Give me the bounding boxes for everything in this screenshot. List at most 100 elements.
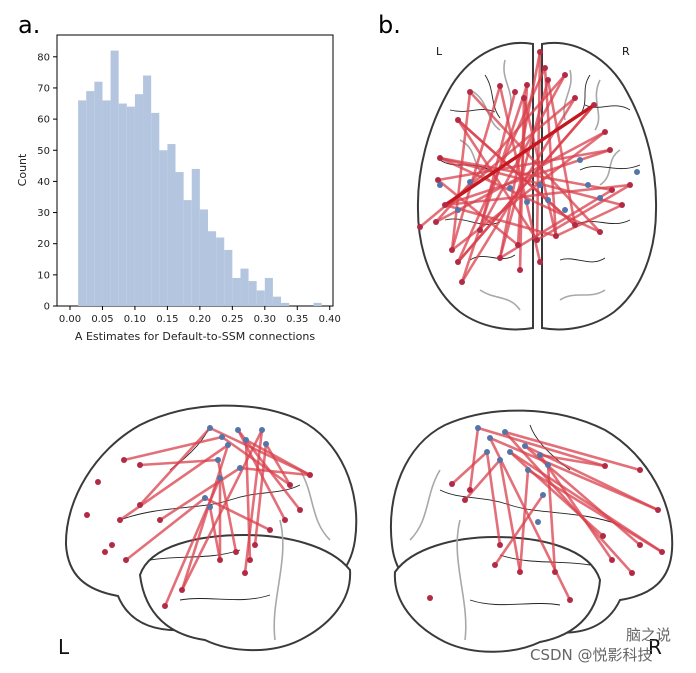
x-tick-label: 0.35: [286, 314, 308, 325]
axial-node: [572, 95, 578, 101]
histogram-bar: [151, 112, 160, 306]
lateral-left-node: [215, 457, 221, 463]
x-tick-label: 0.30: [254, 314, 276, 325]
lateral-right-node: [475, 425, 481, 431]
histogram-bar: [264, 277, 273, 306]
histogram-bar: [159, 150, 168, 306]
lateral-right-node: [492, 562, 498, 568]
lateral-left-node: [263, 441, 269, 447]
axial-node: [602, 129, 608, 135]
lateral-right-node: [552, 569, 558, 575]
lateral-right-connection-line: [526, 468, 664, 554]
histogram-bar: [232, 277, 241, 306]
lateral-left-connection-line: [118, 443, 230, 522]
lateral-right-node: [535, 519, 541, 525]
lateral-right-node: [507, 449, 513, 455]
axial-node: [459, 279, 465, 285]
histogram-bar: [281, 302, 290, 306]
lateral-right-node: [449, 481, 455, 487]
lateral-left-node: [102, 549, 108, 555]
y-tick-label: 40: [37, 177, 50, 188]
axial-node: [433, 219, 439, 225]
axial-node: [542, 65, 548, 71]
hemisphere-label-left: L: [436, 45, 443, 58]
lateral-right-connection-line: [538, 453, 614, 562]
axial-node: [627, 182, 633, 188]
axial-node: [524, 82, 530, 88]
lateral-left-nodes: [84, 425, 313, 609]
axial-node: [512, 89, 518, 95]
lateral-left-connection-line: [122, 435, 224, 462]
axial-node: [467, 179, 473, 185]
histogram-bar: [86, 91, 95, 306]
axial-node: [507, 185, 513, 191]
hemisphere-label-right: R: [622, 45, 630, 58]
histogram-bar: [94, 81, 103, 306]
y-axis-label: Count: [16, 153, 29, 186]
x-axis-label: A Estimates for Default-to-SSM connectio…: [75, 330, 315, 343]
lateral-left-node: [217, 475, 223, 481]
axial-node: [449, 247, 455, 253]
axial-connection-line: [456, 118, 539, 242]
lateral-left-sulci: [119, 424, 301, 601]
axial-connection-line: [460, 83, 529, 284]
lateral-right-node: [502, 429, 508, 435]
axial-node: [634, 169, 640, 175]
y-tick-label: 20: [37, 239, 50, 250]
axial-node: [537, 182, 543, 188]
lateral-left-node: [202, 495, 208, 501]
lateral-left-node: [259, 427, 265, 433]
axial-node: [572, 222, 578, 228]
lateral-right-brain-view: R: [389, 409, 674, 659]
lateral-left-node: [162, 603, 168, 609]
lateral-left-node: [282, 517, 288, 523]
axial-node: [537, 49, 543, 55]
lateral-right-node: [659, 549, 665, 555]
axial-node: [585, 182, 591, 188]
lateral-right-connection-line: [450, 450, 489, 486]
axial-node: [497, 255, 503, 261]
x-tick-label: 0.25: [221, 314, 243, 325]
lateral-right-node: [567, 597, 573, 603]
axial-node: [545, 77, 551, 83]
histogram-bar: [248, 281, 257, 306]
axial-node: [497, 83, 503, 89]
lateral-left-connection-line: [220, 435, 292, 487]
x-tick-label: 0.15: [156, 314, 178, 325]
axial-node: [467, 89, 473, 95]
axial-connections: [418, 50, 632, 284]
axial-connection-line: [438, 156, 624, 207]
axial-node: [597, 195, 603, 201]
lateral-left-node: [225, 442, 231, 448]
axial-node: [597, 229, 603, 235]
lateral-left-node: [243, 437, 249, 443]
lateral-left-node: [95, 479, 101, 485]
lateral-left-gyri: [273, 469, 331, 641]
histogram-bar: [126, 106, 135, 306]
lateral-left-connections: [118, 426, 312, 608]
lateral-left-node: [123, 557, 129, 563]
lateral-right-node: [545, 462, 551, 468]
histogram-bar: [102, 100, 111, 307]
lateral-left-connection-line: [264, 442, 292, 487]
axial-node: [607, 147, 613, 153]
lateral-right-node: [609, 557, 615, 563]
axial-connection-line: [498, 78, 550, 260]
axial-node: [477, 227, 483, 233]
axial-node: [455, 207, 461, 213]
lateral-left-side-label: L: [58, 635, 70, 659]
axial-connection-line: [438, 156, 614, 192]
lateral-left-node: [179, 587, 185, 593]
lateral-right-node: [517, 569, 523, 575]
lateral-left-connection-line: [124, 496, 207, 562]
lateral-left-node: [207, 425, 213, 431]
lateral-left-node: [84, 512, 90, 518]
lateral-left-node: [267, 527, 273, 533]
axial-sulci-right: [559, 74, 641, 263]
lateral-right-connection-line: [485, 450, 502, 547]
x-tick-label: 0.00: [59, 314, 81, 325]
histogram-bar: [199, 209, 208, 306]
lateral-right-node: [537, 452, 543, 458]
axial-node: [537, 259, 543, 265]
